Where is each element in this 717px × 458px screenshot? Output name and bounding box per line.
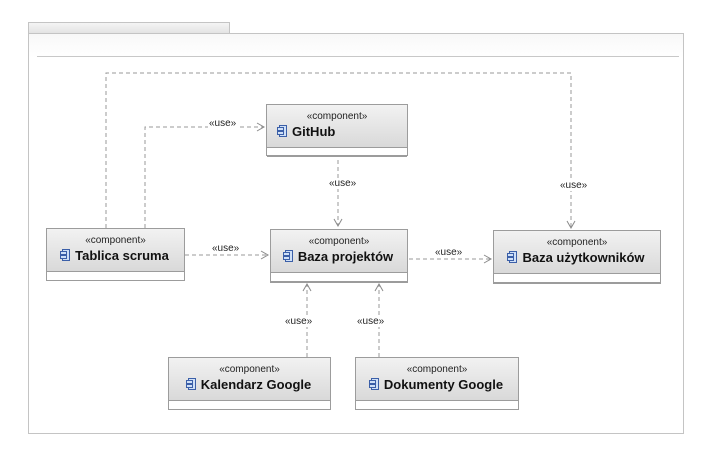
component-header: «component» Baza projektów <box>271 230 407 273</box>
arrowhead-github <box>256 122 266 132</box>
component-baza-projektow[interactable]: «component» Baza projektów <box>270 229 408 283</box>
arrowhead-baza-projektow-left <box>260 250 270 260</box>
component-icon <box>368 378 379 390</box>
component-compartment <box>47 272 184 281</box>
component-name: Dokumenty Google <box>383 377 504 392</box>
component-name: Kalendarz Google <box>200 377 312 392</box>
component-baza-uzytkownikow[interactable]: «component» Baza użytkowników <box>493 230 661 284</box>
component-name: Baza użytkowników <box>522 250 645 265</box>
use-label-github-baza-projektow: «use» <box>328 178 358 189</box>
stereotype-label: «component» <box>308 236 370 247</box>
arrowhead-kalendarz <box>302 282 312 292</box>
use-label-dokumenty-baza-projektow: «use» <box>356 316 386 327</box>
component-compartment <box>267 148 407 157</box>
component-tablica-scruma[interactable]: «component» Tablica scruma <box>46 228 185 281</box>
arrowhead-baza-uzytkownikow-left <box>483 254 493 264</box>
use-label-kalendarz-baza-projektow: «use» <box>284 316 314 327</box>
component-icon <box>282 250 293 262</box>
arrowhead-baza-uzytkownikow-top <box>566 220 576 230</box>
component-icon <box>507 251 518 263</box>
component-kalendarz-google[interactable]: «component» Kalendarz Google <box>168 357 331 410</box>
arrowhead-dokumenty <box>374 282 384 292</box>
stereotype-label: «component» <box>219 364 280 375</box>
component-compartment <box>169 401 330 410</box>
dependency-tablica-github <box>144 126 264 228</box>
arrowhead-baza-projektow-top <box>333 218 343 228</box>
component-header: «component» Tablica scruma <box>47 229 184 272</box>
component-compartment <box>494 274 660 283</box>
component-header: «component» Kalendarz Google <box>169 358 330 401</box>
use-label-tablica-baza-projektow: «use» <box>211 243 241 254</box>
component-compartment <box>356 401 518 410</box>
package-header <box>29 34 683 58</box>
stereotype-label: «component» <box>406 364 468 375</box>
component-header: «component» GitHub <box>267 105 407 148</box>
stereotype-label: «component» <box>546 237 608 248</box>
component-name: Baza projektów <box>297 249 394 264</box>
component-icon <box>60 249 71 261</box>
package-divider <box>37 56 679 57</box>
component-header: «component» Dokumenty Google <box>356 358 518 401</box>
dependency-tablica-baza-uzytkownikow <box>105 72 572 228</box>
stereotype-label: «component» <box>306 111 368 122</box>
component-dokumenty-google[interactable]: «component» Dokumenty Google <box>355 357 519 410</box>
use-label-baza-projektow-baza-uzytkownikow: «use» <box>434 247 464 258</box>
package-tab <box>28 22 230 34</box>
use-label-tablica-baza-uzytkownikow: «use» <box>559 180 589 191</box>
use-label-tablica-github: «use» <box>208 118 238 129</box>
component-header: «component» Baza użytkowników <box>494 231 660 274</box>
stereotype-label: «component» <box>85 235 146 246</box>
component-icon <box>277 125 287 137</box>
component-name: Tablica scruma <box>75 248 169 263</box>
component-icon <box>185 378 196 390</box>
component-name: GitHub <box>292 124 336 139</box>
component-compartment <box>271 273 407 282</box>
component-github[interactable]: «component» GitHub <box>266 104 408 157</box>
